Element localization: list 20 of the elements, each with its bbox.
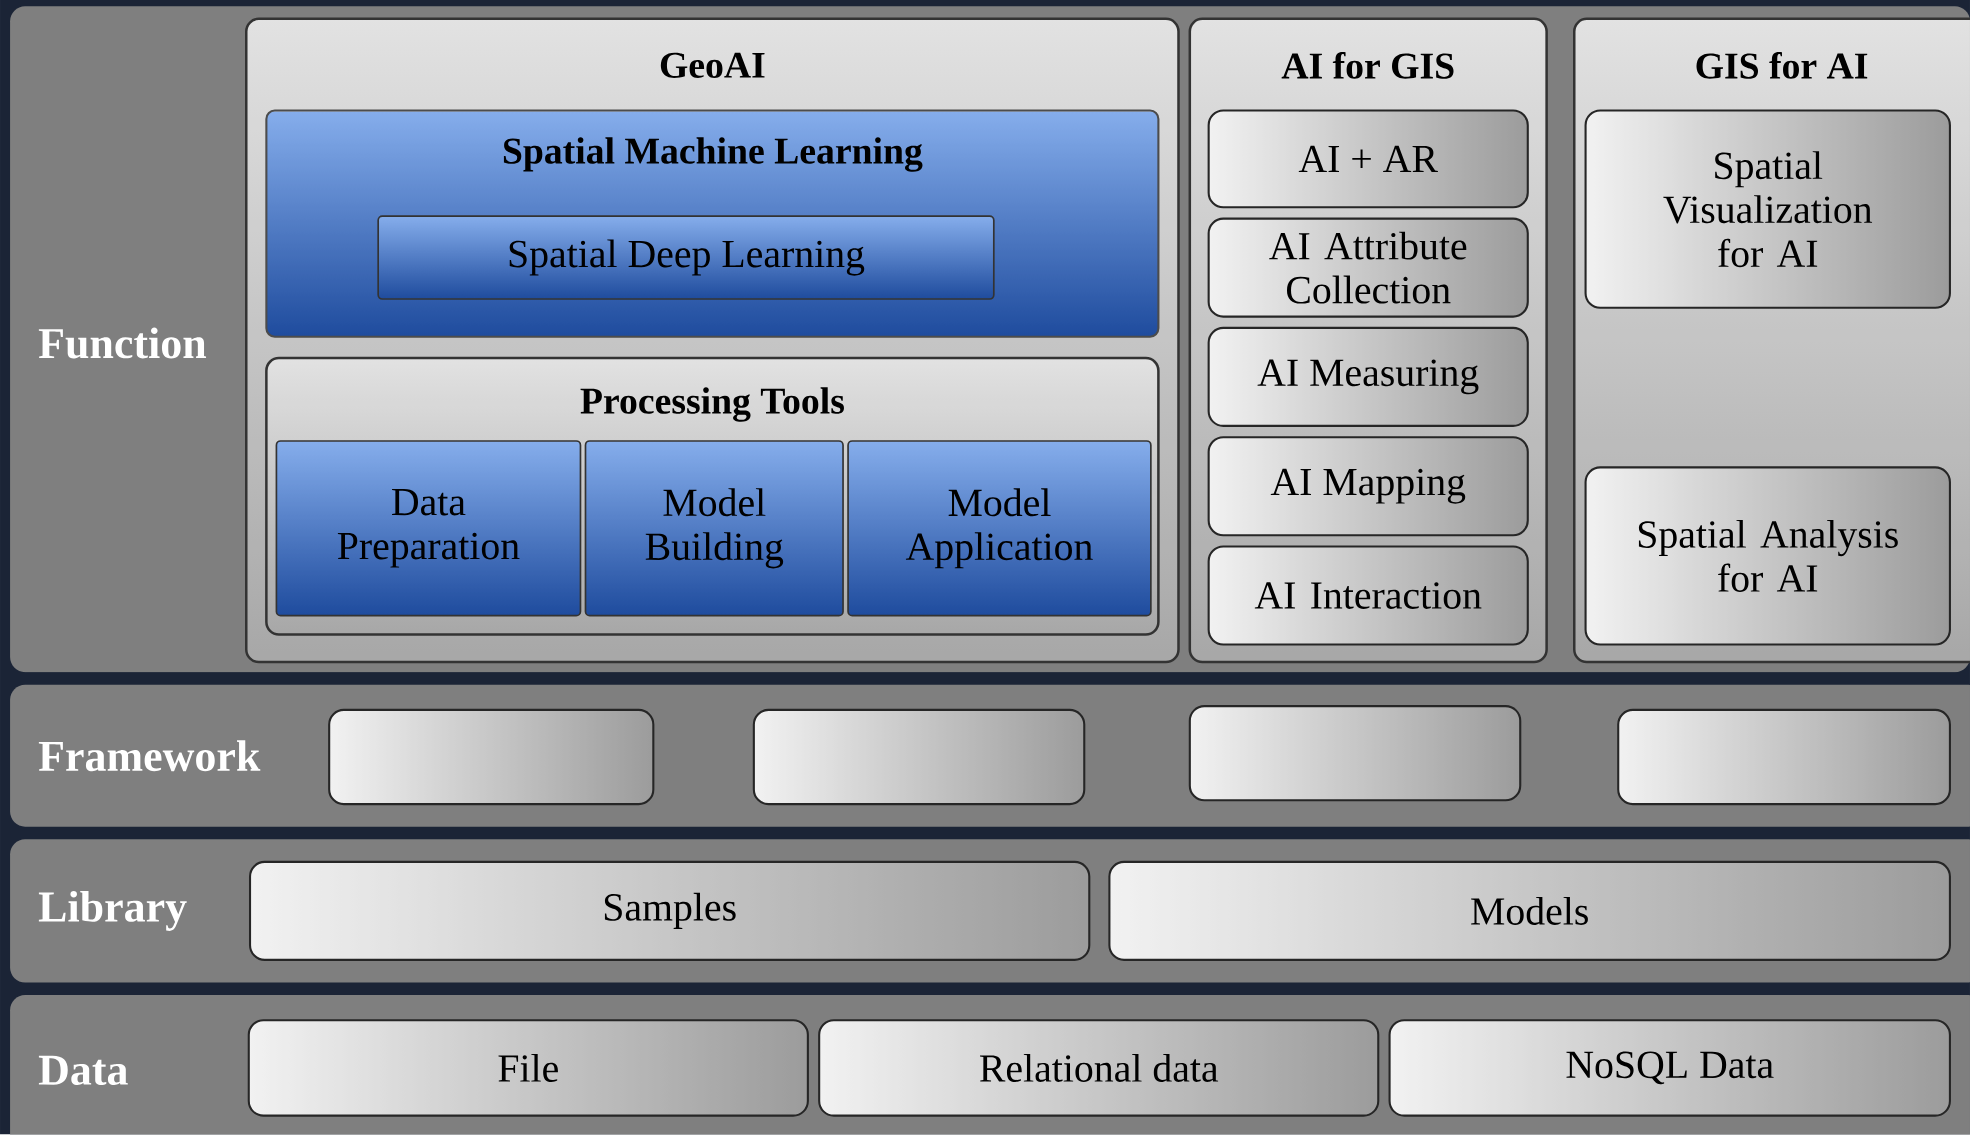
- module-box: Model Application: [847, 440, 1152, 617]
- module-box: AI Interaction: [1207, 545, 1529, 646]
- module-box: AI Measuring: [1207, 327, 1529, 428]
- module-box: [1188, 705, 1522, 802]
- module-box: Spatial Deep Learning: [377, 215, 995, 301]
- module-box: Model Building: [584, 440, 844, 617]
- module-box: Spatial Analysis for AI: [1584, 466, 1951, 646]
- module-box: AI + AR: [1207, 109, 1529, 209]
- module-box: NoSQL Data: [1388, 1019, 1951, 1117]
- module-box: Data Preparation: [275, 440, 582, 617]
- module-box: AI Mapping: [1207, 436, 1529, 537]
- module-box: [752, 709, 1086, 806]
- module-box: Models: [1108, 861, 1951, 962]
- module-box: Samples: [249, 861, 1091, 962]
- module-box: File: [247, 1019, 809, 1117]
- module-box: Spatial Visualization for AI: [1584, 109, 1951, 310]
- module-box: Relational data: [818, 1019, 1380, 1117]
- module-box: AI Attribute Collection: [1207, 217, 1529, 318]
- module-box: [1617, 709, 1951, 806]
- module-box: [328, 709, 655, 806]
